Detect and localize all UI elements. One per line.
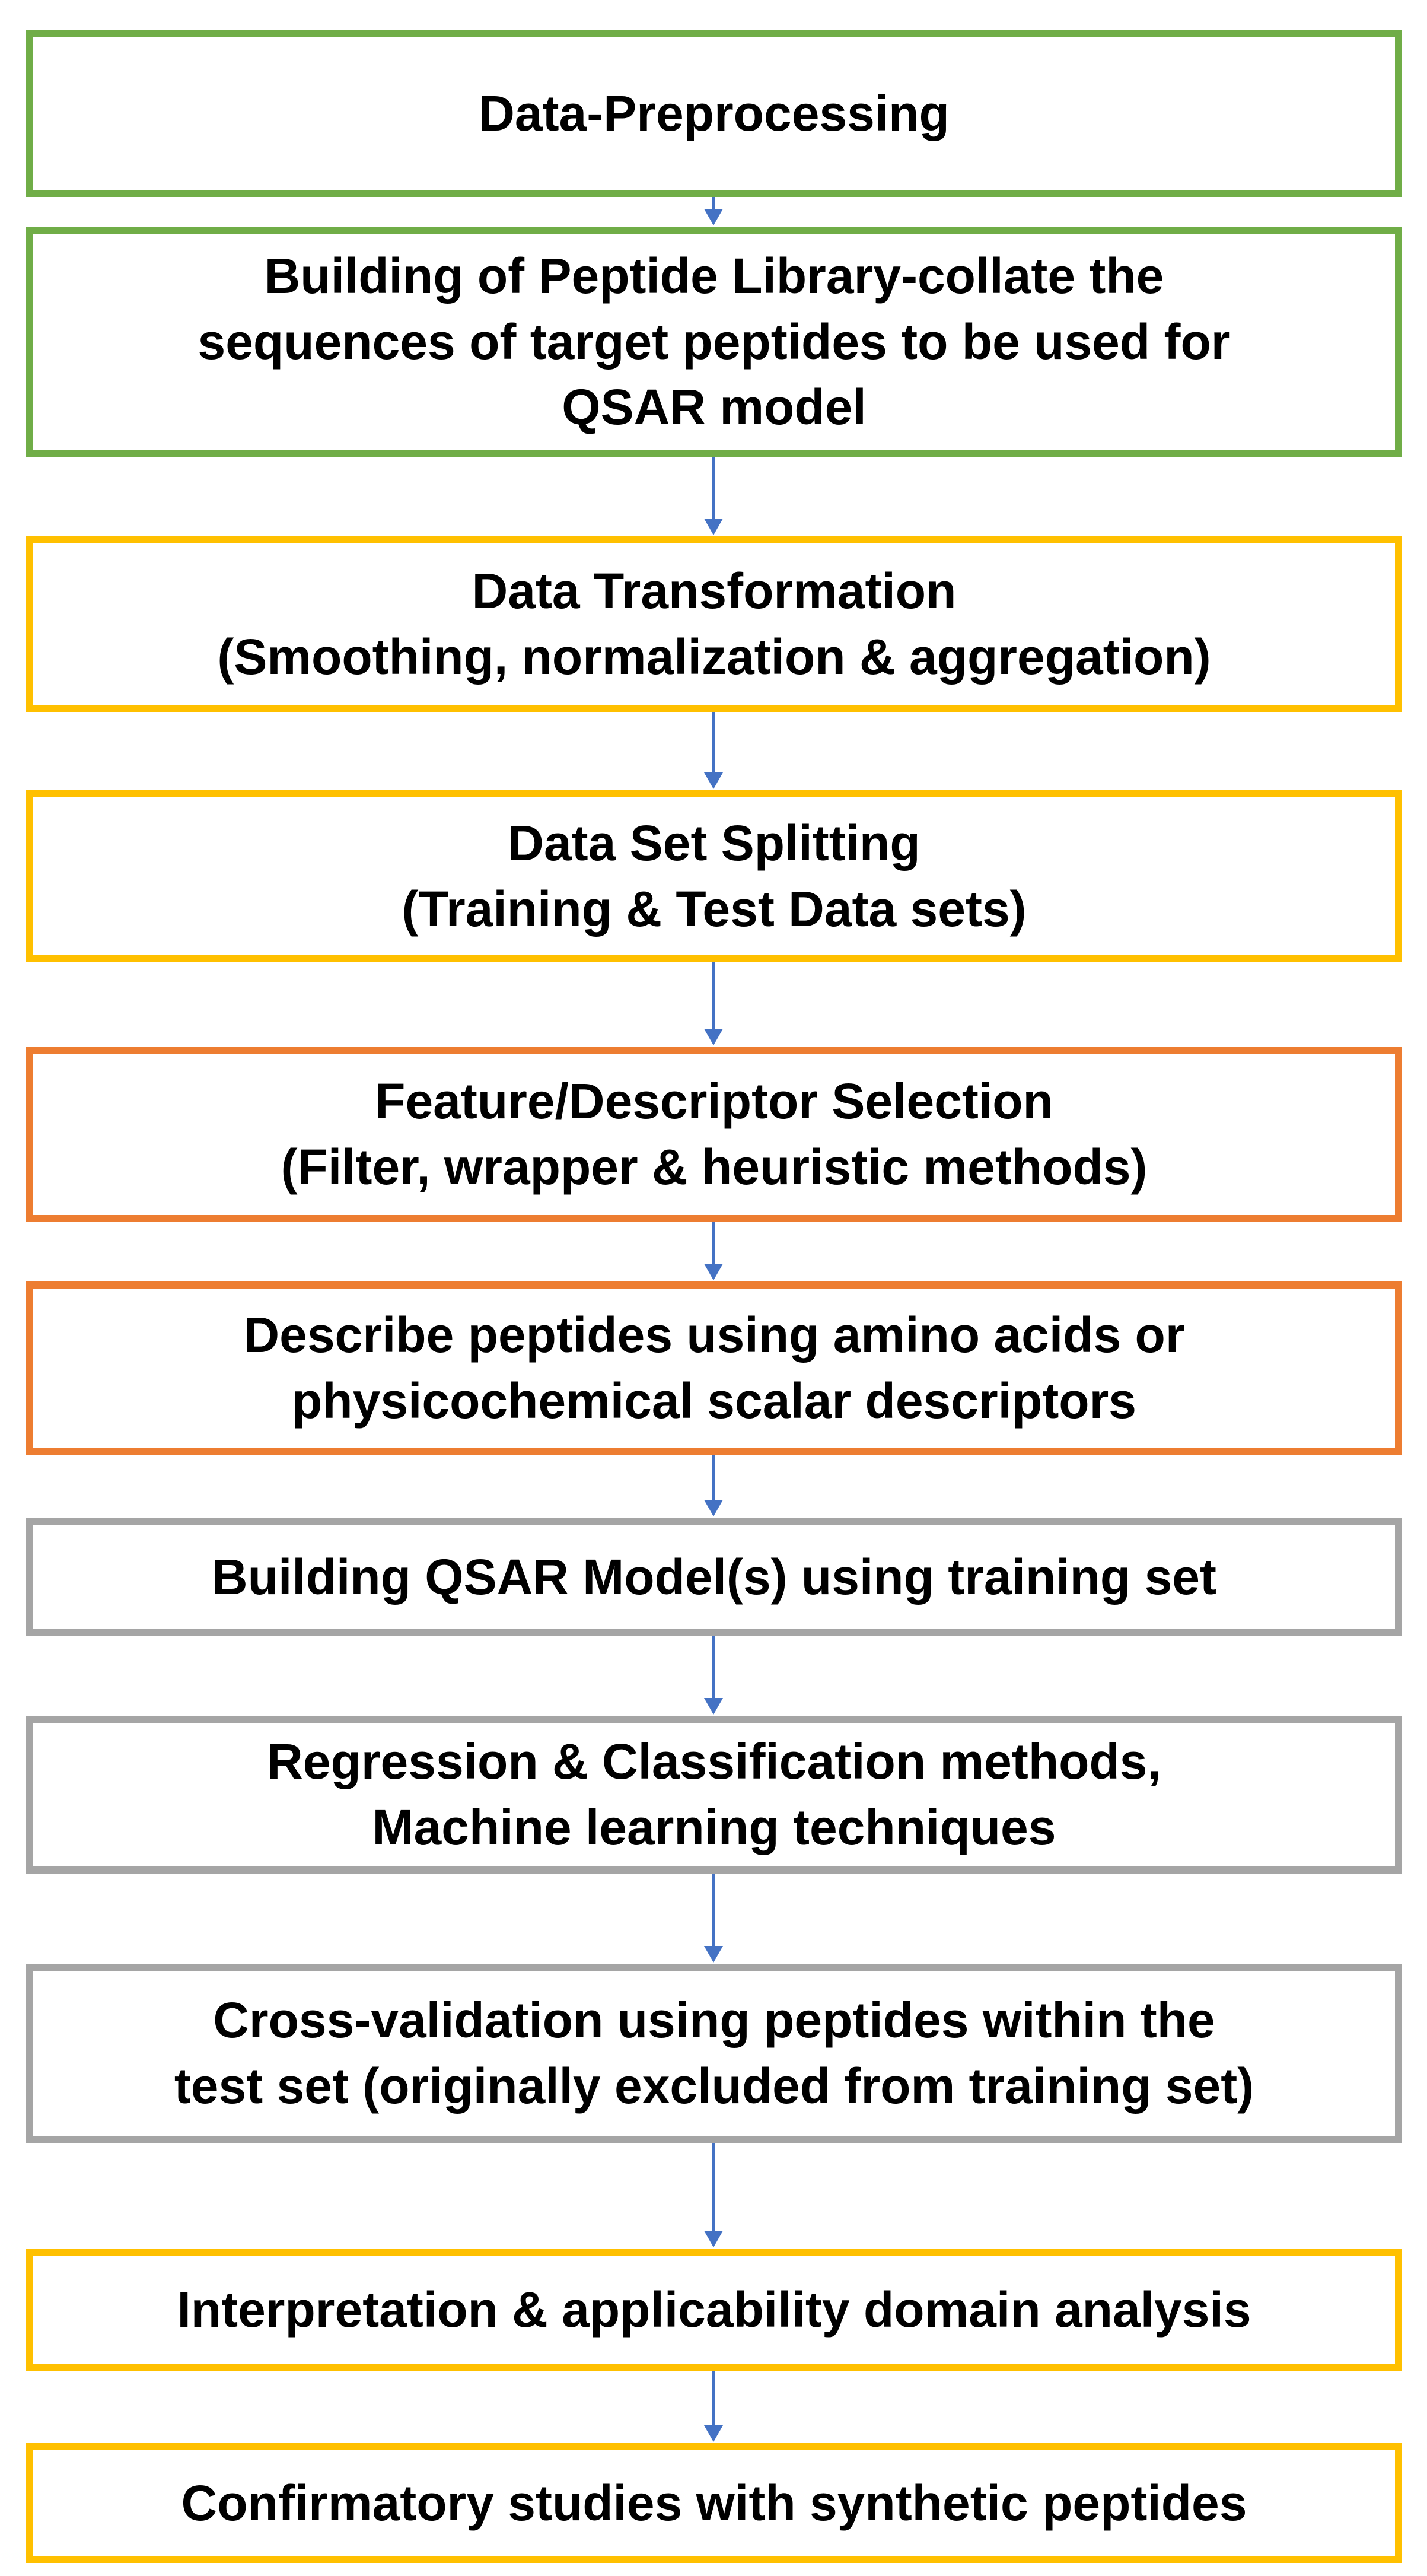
arrow-head-icon [704,209,723,225]
arrow-head-icon [704,1029,723,1045]
arrow-head-icon [704,519,723,535]
step-text: Data-Preprocessing [479,85,950,141]
step-text: physicochemical scalar descriptors [291,1373,1137,1429]
arrow-head-icon [704,1698,723,1715]
step-text: Regression & Classification methods, [267,1734,1161,1790]
step-data-transformation: Data Transformation (Smoothing, normaliz… [26,536,1402,712]
step-text: (Filter, wrapper & heuristic methods) [281,1139,1148,1195]
step-text: Data Transformation [472,563,957,619]
arrow-head-icon [704,2425,723,2442]
step-building-peptide-library: Building of Peptide Library-collate the … [26,227,1402,457]
step-text: (Training & Test Data sets) [402,881,1027,937]
step-text: Building QSAR Model(s) using training se… [212,1548,1216,1605]
step-text: test set (originally excluded from train… [174,2058,1254,2114]
step-text: Building of Peptide Library-collate the [264,247,1164,304]
arrow-head-icon [704,1500,723,1516]
arrow-head-icon [704,2231,723,2247]
step-data-set-splitting: Data Set Splitting (Training & Test Data… [26,790,1402,962]
step-describe-peptides: Describe peptides using amino acids or p… [26,1281,1402,1455]
arrow-head-icon [704,1264,723,1280]
step-text: QSAR model [562,379,867,435]
step-text: Describe peptides using amino acids or [243,1307,1185,1363]
step-data-preprocessing: Data-Preprocessing [26,30,1402,197]
arrow-head-icon [704,772,723,789]
arrow-head-icon [704,1946,723,1963]
step-text: Data Set Splitting [508,815,920,872]
step-text: Feature/Descriptor Selection [375,1073,1053,1130]
step-text: Confirmatory studies with synthetic pept… [181,2475,1247,2531]
step-feature-descriptor-selection: Feature/Descriptor Selection (Filter, wr… [26,1047,1402,1222]
step-interpretation-applicability: Interpretation & applicability domain an… [26,2249,1402,2371]
step-text: sequences of target peptides to be used … [198,313,1231,370]
step-building-qsar-models: Building QSAR Model(s) using training se… [26,1518,1402,1636]
step-cross-validation: Cross-validation using peptides within t… [26,1964,1402,2143]
step-regression-classification: Regression & Classification methods, Mac… [26,1716,1402,1874]
step-text: Interpretation & applicability domain an… [177,2281,1251,2338]
step-confirmatory-studies: Confirmatory studies with synthetic pept… [26,2443,1402,2563]
step-text: Cross-validation using peptides within t… [213,1992,1215,2049]
step-text: (Smoothing, normalization & aggregation) [217,629,1211,685]
step-text: Machine learning techniques [372,1799,1056,1855]
